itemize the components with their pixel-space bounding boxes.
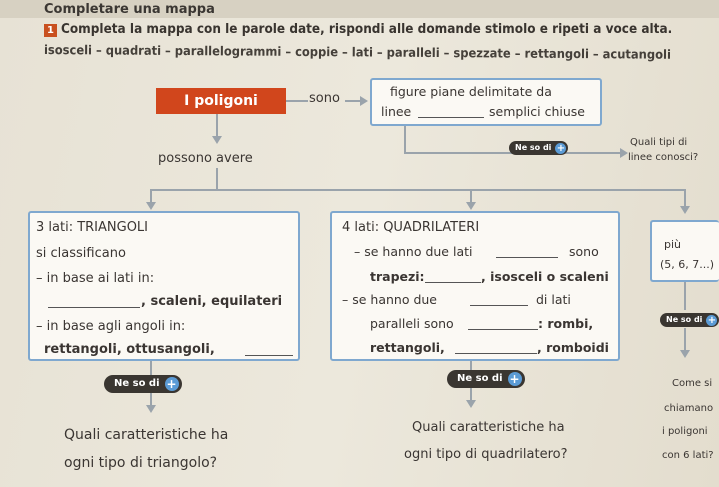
word-bank: isosceli – quadrati – parallelogrammi – … xyxy=(43,42,671,62)
plus-icon: + xyxy=(555,142,567,154)
triangles-line-3: , scaleni, equilateri xyxy=(141,294,283,309)
root-pill: I poligoni xyxy=(156,88,286,114)
quads-line-3b: di lati xyxy=(536,292,571,307)
definition-line-2b: semplici chiuse xyxy=(489,104,585,119)
quads-line-2b: , isosceli o scaleni xyxy=(481,269,609,284)
blank[interactable] xyxy=(418,117,484,118)
connector xyxy=(150,361,152,375)
quads-line-3a: – se hanno due xyxy=(342,292,437,307)
connector xyxy=(470,189,472,203)
definition-line-2a: linee xyxy=(381,104,412,119)
quads-line-5b: , romboidi xyxy=(537,340,609,355)
plus-icon: + xyxy=(507,372,522,386)
more-sides-label: più xyxy=(664,238,682,251)
blank[interactable] xyxy=(425,282,481,283)
triangles-line-2: – in base ai lati in: xyxy=(36,271,155,286)
connector xyxy=(216,168,218,190)
quadrilaterals-box xyxy=(330,211,620,361)
arrow xyxy=(466,400,476,408)
question-side-1: Come si xyxy=(672,378,713,389)
help-badge[interactable]: Ne so di+ xyxy=(660,313,719,327)
connector xyxy=(684,282,686,310)
connector xyxy=(150,393,152,407)
blank[interactable] xyxy=(470,305,528,306)
connector xyxy=(684,328,686,352)
triangles-title: 3 lati: TRIANGOLI xyxy=(36,220,149,235)
definition-line-1: figure piane delimitate da xyxy=(390,84,552,99)
verb-sono: sono xyxy=(309,91,340,106)
quads-line-2a: trapezi: xyxy=(370,269,425,284)
side-question-1: Quali tipi di xyxy=(630,137,688,148)
arrow xyxy=(680,206,690,214)
more-sides-box xyxy=(650,220,719,282)
connector xyxy=(150,189,684,191)
help-label: Ne so di xyxy=(515,143,552,152)
question-side-2: chiamano xyxy=(664,403,714,414)
help-badge[interactable]: Ne so di+ xyxy=(509,141,569,155)
triangles-box xyxy=(28,211,300,361)
connector xyxy=(286,100,308,102)
question-triangles-1: Quali caratteristiche ha xyxy=(64,427,229,443)
blank[interactable] xyxy=(496,257,558,258)
triangles-line-5: rettangoli, ottusangoli, xyxy=(44,342,215,357)
instruction-text: Completa la mappa con le parole date, ri… xyxy=(61,22,673,37)
blank[interactable] xyxy=(48,307,140,308)
question-side-4: con 6 lati? xyxy=(662,450,714,461)
blank[interactable] xyxy=(245,355,293,356)
definition-box xyxy=(370,78,602,126)
quads-title: 4 lati: QUADRILATERI xyxy=(342,220,480,235)
connector xyxy=(150,189,152,203)
possono-avere: possono avere xyxy=(158,151,253,166)
arrow xyxy=(146,405,156,413)
plus-icon: + xyxy=(706,314,718,326)
help-label: Ne so di xyxy=(114,378,160,389)
side-question-2: linee conosci? xyxy=(628,152,699,163)
question-quads-1: Quali caratteristiche ha xyxy=(412,420,565,435)
quads-line-4b: : rombi, xyxy=(538,316,594,331)
quads-line-1b: sono xyxy=(569,244,599,259)
quads-line-5a: rettangoli, xyxy=(370,340,445,355)
question-side-3: i poligoni xyxy=(662,426,708,437)
triangles-line-4: – in base agli angoli in: xyxy=(36,319,186,334)
arrow xyxy=(146,202,156,210)
help-label: Ne so di xyxy=(457,373,503,384)
help-badge[interactable]: Ne so di + xyxy=(104,375,182,393)
arrow xyxy=(360,96,368,106)
arrow xyxy=(466,202,476,210)
connector xyxy=(404,126,406,153)
exercise-number: 1 xyxy=(44,24,57,37)
connector xyxy=(684,189,686,207)
help-label: Ne so di xyxy=(666,315,703,324)
question-triangles-2: ogni tipo di triangolo? xyxy=(64,455,218,471)
section-title: Completare una mappa xyxy=(44,2,215,17)
more-sides-value: (5, 6, 7...) xyxy=(660,258,715,271)
plus-icon: + xyxy=(164,377,179,391)
quads-line-1a: – se hanno due lati xyxy=(354,244,473,259)
triangles-line-1: si classificano xyxy=(36,246,126,261)
connector xyxy=(470,361,472,372)
arrow xyxy=(212,136,222,144)
question-quads-2: ogni tipo di quadrilatero? xyxy=(404,447,568,462)
header-band xyxy=(0,0,719,18)
connector xyxy=(216,114,218,140)
blank[interactable] xyxy=(468,329,538,330)
quads-line-4a: paralleli sono xyxy=(370,316,454,331)
help-badge[interactable]: Ne so di + xyxy=(447,370,525,388)
blank[interactable] xyxy=(455,353,537,354)
arrow xyxy=(620,148,628,158)
connector xyxy=(345,100,361,102)
connector xyxy=(470,388,472,402)
arrow xyxy=(680,350,690,358)
